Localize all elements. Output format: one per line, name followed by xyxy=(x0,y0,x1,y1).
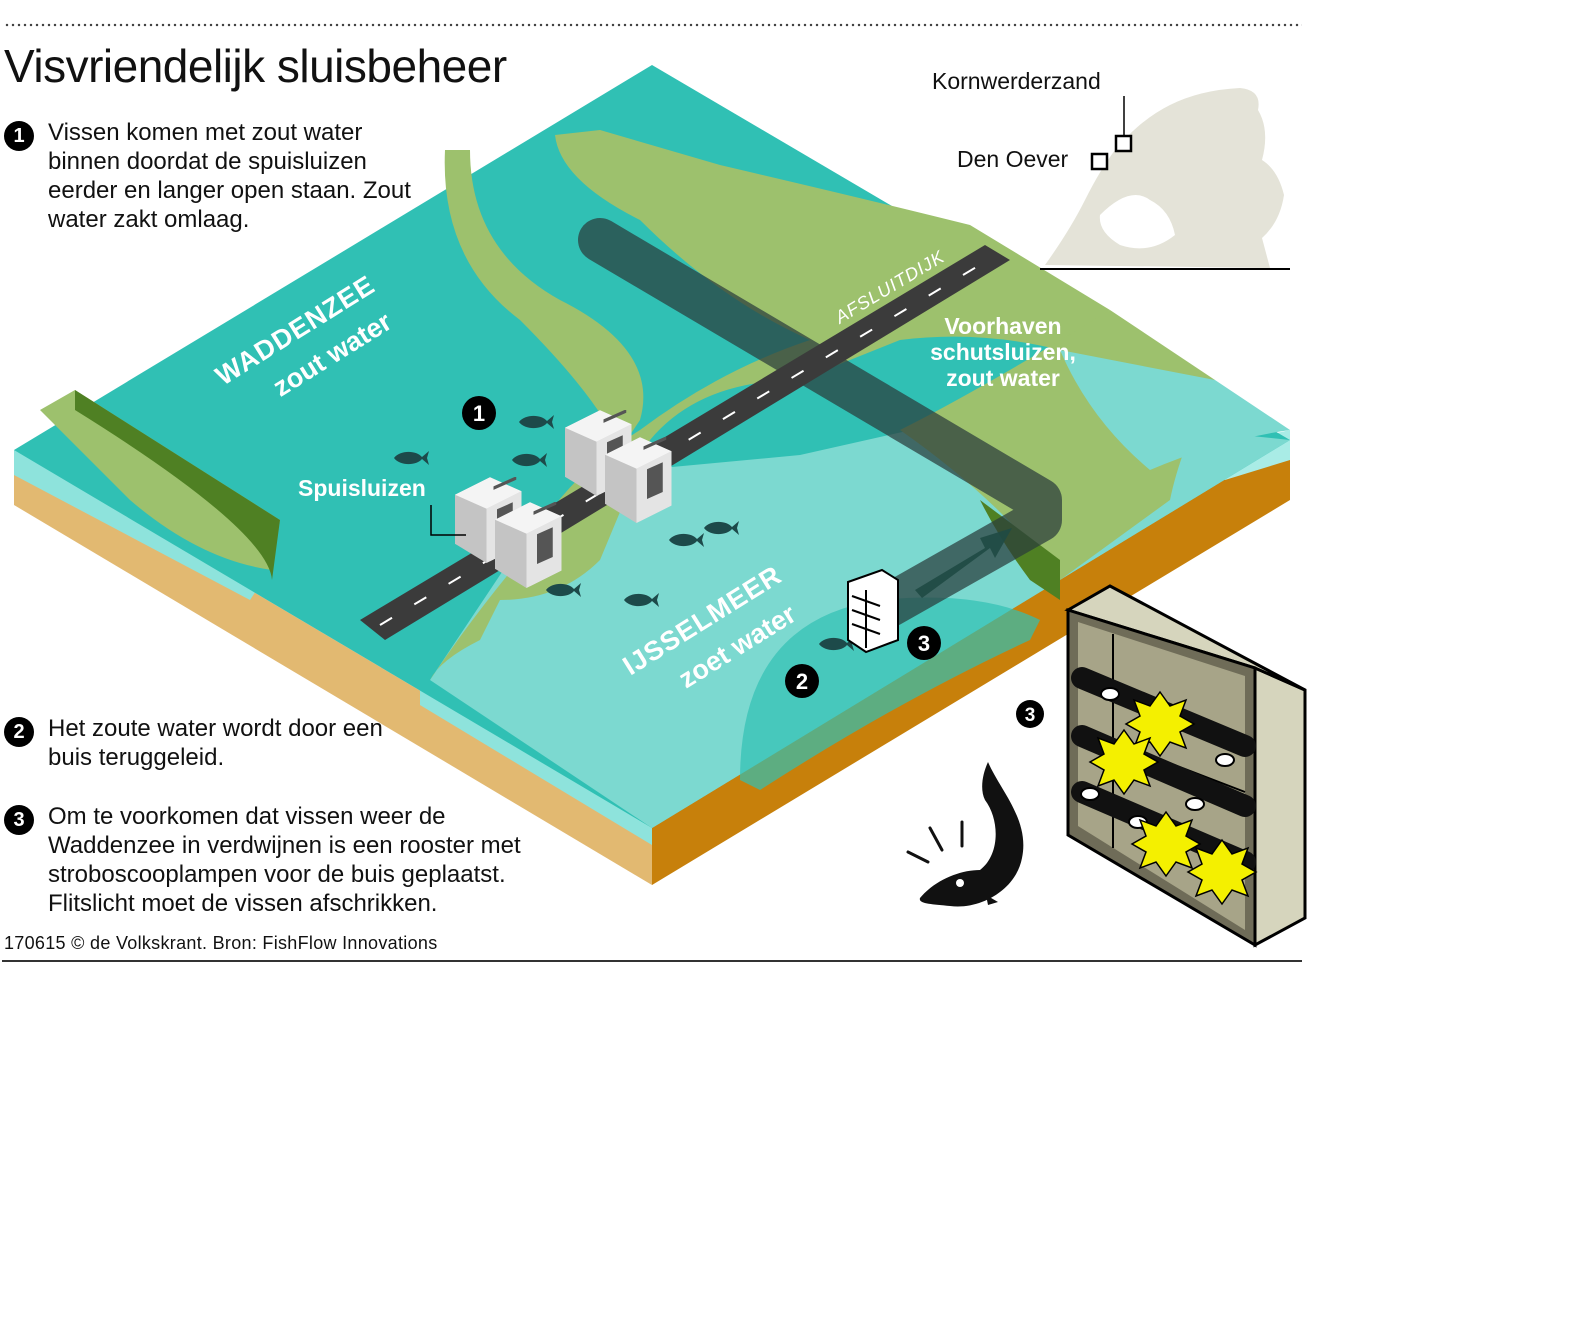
step-3: 3 Om te voorkomen dat vissen weer de Wad… xyxy=(4,802,568,918)
bottom-rule xyxy=(2,960,1302,962)
step-2: 2 Het zoute water wordt door een buis te… xyxy=(4,714,388,772)
lake-deep-zone xyxy=(740,580,1060,790)
cabinet-side xyxy=(1253,665,1307,948)
marker-2: 2 xyxy=(785,664,819,698)
credit-line: 170615 © de Volkskrant. Bron: FishFlow I… xyxy=(4,933,438,953)
step-2-text: Het zoute water wordt door een buis teru… xyxy=(48,715,383,771)
land-mass-right xyxy=(430,130,1110,680)
strobe-cabinet-detail xyxy=(1064,584,1307,948)
map-marker-kornwerderzand xyxy=(1114,134,1133,153)
svg-text:3: 3 xyxy=(918,631,930,656)
strobe-grid-small xyxy=(847,568,899,654)
map-label-kornwerderzand: Kornwerderzand xyxy=(932,68,1101,94)
marker-3: 3 xyxy=(907,626,941,660)
label-spuisluizen: Spuisluizen xyxy=(298,475,426,501)
marker-3-detail: 3 xyxy=(1016,700,1044,728)
step-2-number: 2 xyxy=(4,717,34,747)
map-label-den-oever: Den Oever xyxy=(957,146,1069,172)
map-marker-den-oever xyxy=(1090,152,1109,171)
spuisluizen-leader-line xyxy=(430,505,466,536)
land-strip-left-shadow xyxy=(75,390,280,580)
label-voorhaven-1: Voorhaven xyxy=(944,313,1061,339)
step-1-number: 1 xyxy=(4,121,34,151)
label-voorhaven-2: schutsluizen, xyxy=(930,339,1076,365)
locator-map: Kornwerderzand Den Oever xyxy=(932,68,1290,270)
pipe-arrow xyxy=(915,528,1012,598)
step-3-text: Om te voorkomen dat vissen weer de Wadde… xyxy=(48,803,521,917)
page-title: Visvriendelijk sluisbeheer xyxy=(4,40,507,92)
dotted-top-rule xyxy=(4,22,1302,28)
label-voorhaven-3: zout water xyxy=(946,365,1060,391)
step-1-text: Vissen komen met zout water binnen doord… xyxy=(48,119,411,233)
svg-text:1: 1 xyxy=(473,401,485,426)
map-ijsselmeer-water xyxy=(1099,195,1175,249)
land-spit xyxy=(444,150,644,450)
marker-1: 1 xyxy=(462,396,496,430)
land-strip-left xyxy=(40,390,280,570)
svg-text:2: 2 xyxy=(796,669,808,694)
strobe-flashes xyxy=(1088,690,1258,906)
svg-text:3: 3 xyxy=(1025,705,1036,726)
step-3-number: 3 xyxy=(4,805,34,835)
step-1: 1 Vissen komen met zout water binnen doo… xyxy=(4,118,428,234)
voorhaven-water xyxy=(1060,350,1290,470)
big-fish-icon xyxy=(906,762,1024,907)
